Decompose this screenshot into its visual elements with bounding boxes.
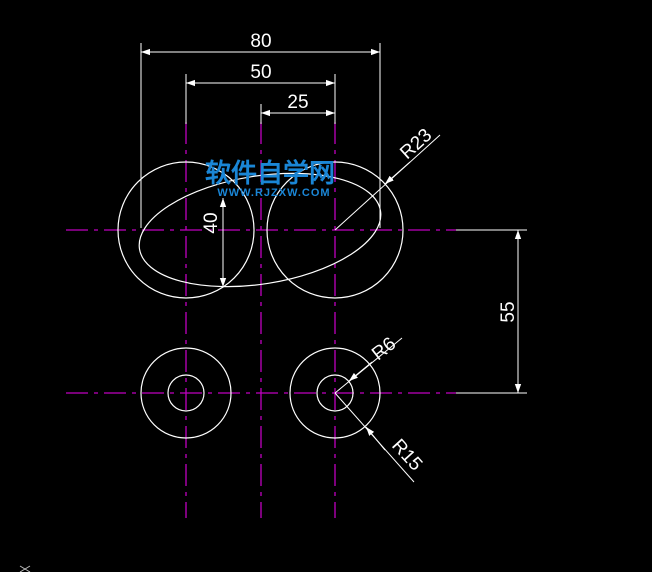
dim-25 bbox=[260, 104, 335, 124]
dim-55-label: 55 bbox=[498, 301, 519, 322]
left-ring-inner bbox=[167, 374, 205, 412]
right-large-circle bbox=[266, 161, 404, 299]
right-ring-inner bbox=[316, 374, 354, 412]
centerlines bbox=[66, 122, 456, 518]
dim-50-label: 50 bbox=[250, 62, 271, 83]
dim-40-label: 40 bbox=[201, 212, 222, 233]
dim-r15-arrow bbox=[365, 426, 386, 451]
dim-80-label: 80 bbox=[250, 31, 271, 52]
right-ring-outer bbox=[289, 347, 381, 439]
dim-r23-arrow bbox=[384, 161, 411, 185]
dim-80 bbox=[140, 43, 381, 228]
watermark-url: WWW.RJZXW.COM bbox=[217, 187, 330, 199]
left-ring-outer bbox=[140, 347, 232, 439]
dim-50 bbox=[185, 74, 336, 124]
dim-r23-label: R23 bbox=[396, 125, 436, 164]
dim-r6-label: R6 bbox=[368, 333, 400, 365]
dim-55 bbox=[456, 229, 527, 394]
dim-r15-label: R15 bbox=[387, 435, 426, 475]
watermark-title: 软件自学网 bbox=[205, 158, 335, 189]
dim-25-label: 25 bbox=[287, 92, 308, 113]
left-large-circle bbox=[117, 161, 255, 299]
ucs-axis-icon bbox=[19, 565, 31, 572]
dim-r6-arrow bbox=[348, 361, 373, 382]
